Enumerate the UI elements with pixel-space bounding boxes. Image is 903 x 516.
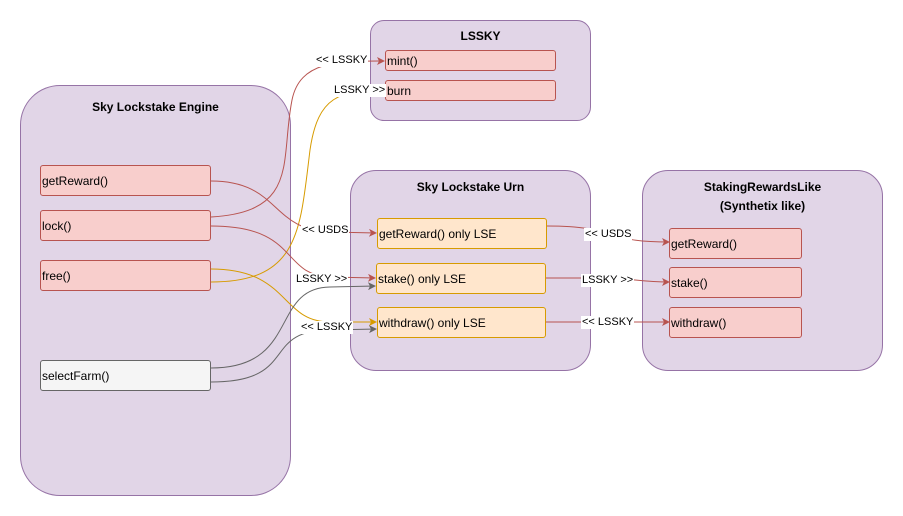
staking-title-line2: (Synthetix like): [719, 199, 806, 213]
edge-label-staking-stake: LSSKY >>: [581, 274, 635, 287]
lssky-mint-method: mint(): [385, 50, 556, 71]
engine-selectfarm-method: selectFarm(): [40, 360, 211, 391]
edge-label-staking-getreward: << USDS: [584, 228, 633, 241]
edge-label-staking-withdraw: << LSSKY: [581, 316, 635, 329]
urn-title: Sky Lockstake Urn: [416, 180, 525, 194]
engine-title: Sky Lockstake Engine: [92, 100, 219, 114]
edge-label-urn-getreward: << USDS: [301, 224, 350, 237]
engine-getreward-method: getReward(): [40, 165, 211, 196]
lssky-title: LSSKY: [460, 29, 501, 43]
urn-stake-method: stake() only LSE: [376, 263, 546, 294]
engine-lock-method: lock(): [40, 210, 211, 241]
urn-withdraw-method: withdraw() only LSE: [377, 307, 546, 338]
edge-label-burn: LSSKY >>: [333, 84, 387, 97]
edge-label-urn-stake: LSSKY >>: [295, 273, 349, 286]
edge-label-urn-withdraw: << LSSKY: [300, 321, 354, 334]
urn-getreward-method: getReward() only LSE: [377, 218, 547, 249]
staking-getreward-method: getReward(): [669, 228, 802, 259]
engine-free-method: free(): [40, 260, 211, 291]
lssky-burn-method: burn: [385, 80, 556, 101]
staking-stake-method: stake(): [669, 267, 802, 298]
staking-withdraw-method: withdraw(): [669, 307, 802, 338]
staking-title-line1: StakingRewardsLike: [703, 180, 822, 194]
edge-label-mint: << LSSKY: [315, 54, 369, 67]
